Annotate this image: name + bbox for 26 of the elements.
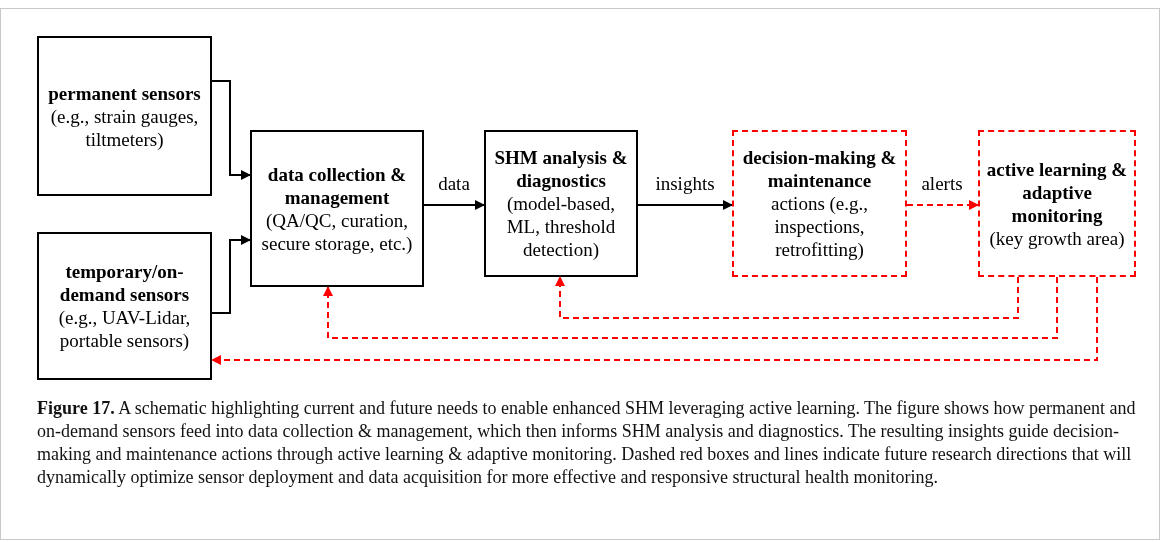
box-heading: SHM analysis & diagnostics [493, 146, 629, 192]
process-box [732, 130, 907, 277]
box-heading: permanent sensors [48, 81, 201, 105]
box-description: (key growth area) [989, 226, 1125, 250]
process-box [37, 232, 212, 380]
arrow [906, 200, 979, 210]
box-description: (e.g., strain gauges, tiltmeters) [49, 104, 200, 151]
arrow [555, 276, 1019, 319]
process-box [37, 36, 212, 196]
box-description: (model-based, ML, threshold detection) [505, 192, 617, 261]
box-description: actions (e.g., inspections, retrofitting) [769, 192, 870, 261]
arrow [637, 200, 733, 210]
arrow [211, 276, 1098, 365]
box-heading: temporary/on-demand sensors [58, 260, 191, 306]
box-heading: data collection & management [266, 162, 408, 209]
box-description: (e.g., UAV-Lidar, portable sensors) [57, 306, 192, 352]
arrow [323, 276, 1058, 339]
box-description: (QA/QC, curation, secure storage, etc.) [260, 208, 414, 255]
arrow [423, 200, 485, 210]
process-box [250, 130, 424, 287]
process-box [978, 130, 1136, 277]
process-box [484, 130, 638, 277]
figure-caption: Figure 17. A schematic highlighting current and future needs to enable enhanced SHM leveraging active learning. The figure shows how permanent and on-demand sensors feed into data collection & management, which then informs SHM analysis and diagnostics. The resulting insights guide decision-making and maintenance actions through active learning & adaptive monitoring. Dashed red boxes and lines indicate future research directions that will dynamically optimize sensor deployment and data acquisition for more effective and responsive structural health monitoring. [37, 397, 1137, 489]
arrow [211, 80, 251, 180]
box-heading: active learning & adaptive monitoring [985, 157, 1129, 227]
arrow [211, 235, 251, 314]
